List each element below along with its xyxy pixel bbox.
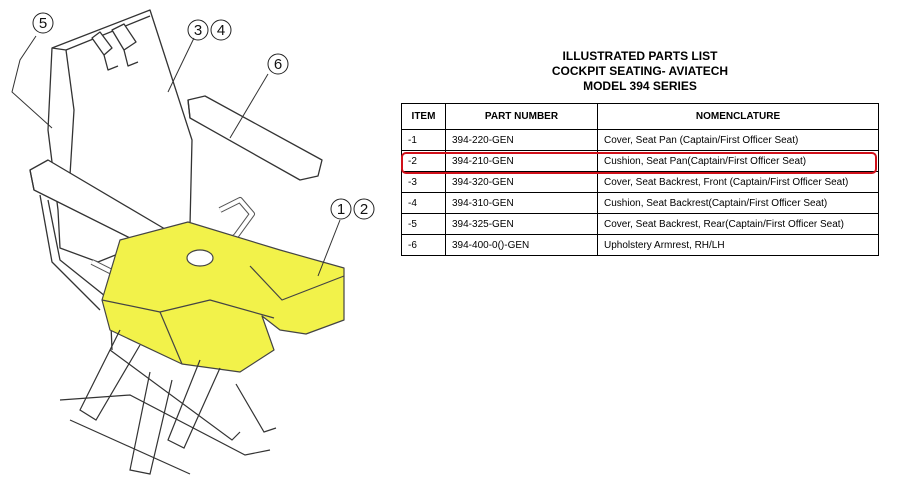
- title-line-1: ILLUSTRATED PARTS LIST: [562, 49, 718, 63]
- highlighted-row-outline: [401, 152, 877, 174]
- cell-item: -1: [401, 129, 446, 151]
- cell-nomenclature: Cover, Seat Backrest, Front (Captain/Fir…: [597, 171, 879, 193]
- cell-nomenclature: Upholstery Armrest, RH/LH: [597, 234, 879, 256]
- cell-nomenclature: Cover, Seat Backrest, Rear(Captain/First…: [597, 213, 879, 235]
- cell-part-number: 394-400-0()-GEN: [445, 234, 598, 256]
- parts-list-title: ILLUSTRATED PARTS LIST COCKPIT SEATING- …: [400, 49, 880, 94]
- cell-part-number: 394-310-GEN: [445, 192, 598, 214]
- callout-6: 6: [274, 56, 282, 73]
- callout-3: 3: [194, 22, 202, 39]
- cell-part-number: 394-220-GEN: [445, 129, 598, 151]
- callout-5: 5: [39, 15, 47, 32]
- title-line-2: COCKPIT SEATING- AVIATECH: [551, 64, 729, 78]
- title-line-3: MODEL 394 SERIES: [583, 79, 697, 93]
- cell-nomenclature: Cover, Seat Pan (Captain/First Officer S…: [597, 129, 879, 151]
- cell-item: -5: [401, 213, 446, 235]
- right-armrest: [187, 95, 323, 181]
- callout-1: 1: [337, 201, 345, 218]
- cell-part-number: 394-320-GEN: [445, 171, 598, 193]
- callout-4: 4: [217, 22, 225, 39]
- cell-item: -3: [401, 171, 446, 193]
- header-nomenclature: NOMENCLATURE: [597, 103, 879, 130]
- header-part-number: PART NUMBER: [445, 103, 598, 130]
- header-item: ITEM: [401, 103, 446, 130]
- cell-part-number: 394-325-GEN: [445, 213, 598, 235]
- cell-item: -4: [401, 192, 446, 214]
- seat-pan-cushion: [101, 221, 345, 373]
- table-header-row: ITEM PART NUMBER NOMENCLATURE: [401, 103, 879, 130]
- cell-item: -6: [401, 234, 446, 256]
- cell-nomenclature: Cushion, Seat Backrest(Captain/First Off…: [597, 192, 879, 214]
- callout-2: 2: [360, 201, 368, 218]
- seat-illustration: 5 3 4 6 1 2: [11, 9, 375, 475]
